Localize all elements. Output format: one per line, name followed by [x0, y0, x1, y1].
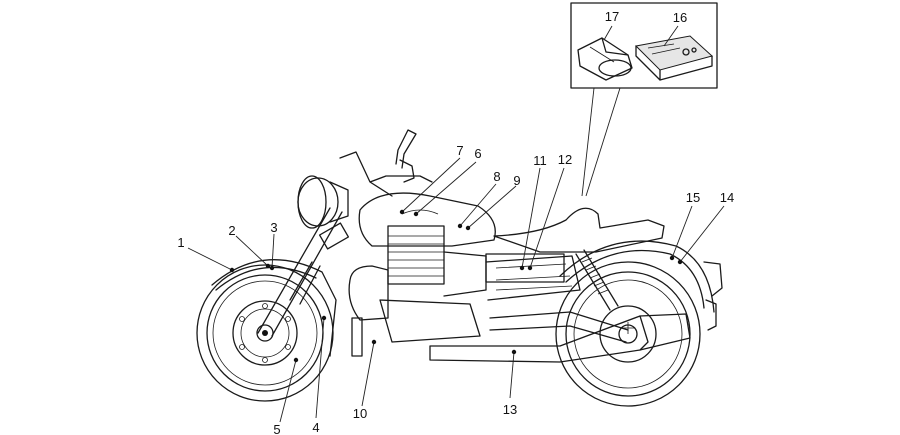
handlebar — [339, 151, 433, 197]
leader-lines — [187, 25, 725, 423]
callout-labels: 1 2 3 4 5 6 7 8 9 10 11 12 13 14 15 16 1… — [177, 9, 734, 435]
callout-12: 12 — [558, 152, 572, 167]
callout-16: 16 — [673, 10, 687, 25]
callout-3: 3 — [270, 220, 277, 235]
callout-6: 6 — [474, 146, 481, 161]
fuel-tank — [358, 192, 496, 247]
callout-15: 15 — [686, 190, 700, 205]
front-brake-disc — [232, 300, 298, 366]
inset-frame — [570, 2, 718, 89]
engine — [348, 225, 581, 343]
inset-leader-left — [581, 87, 595, 197]
front-fork — [257, 207, 350, 337]
callout-5: 5 — [273, 422, 280, 435]
callout-10: 10 — [353, 406, 367, 421]
rear-fender — [559, 240, 715, 313]
swingarm — [489, 311, 629, 343]
callout-14: 14 — [720, 190, 734, 205]
seat — [493, 207, 665, 253]
callout-13: 13 — [503, 402, 517, 417]
callout-9: 9 — [513, 173, 520, 188]
rear-wheel — [555, 261, 701, 407]
exhaust — [429, 313, 691, 363]
inset-leader-right — [585, 87, 621, 197]
headlight — [297, 175, 349, 229]
part-17-pouch — [577, 37, 633, 81]
front-fender — [211, 259, 337, 357]
callout-7: 7 — [456, 143, 463, 158]
callout-2: 2 — [228, 223, 235, 238]
footpeg — [351, 317, 363, 357]
front-wheel — [196, 264, 334, 402]
side-panel — [485, 253, 565, 283]
accessory-inset — [570, 2, 718, 197]
rear-brake-disc — [599, 305, 657, 363]
mirror — [395, 129, 417, 169]
callout-11: 11 — [533, 153, 547, 168]
callout-4: 4 — [312, 420, 319, 435]
callout-1: 1 — [177, 235, 184, 250]
callout-8: 8 — [493, 169, 500, 184]
part-16-kit — [634, 35, 714, 81]
tail-light — [703, 261, 723, 297]
callout-17: 17 — [605, 9, 619, 24]
